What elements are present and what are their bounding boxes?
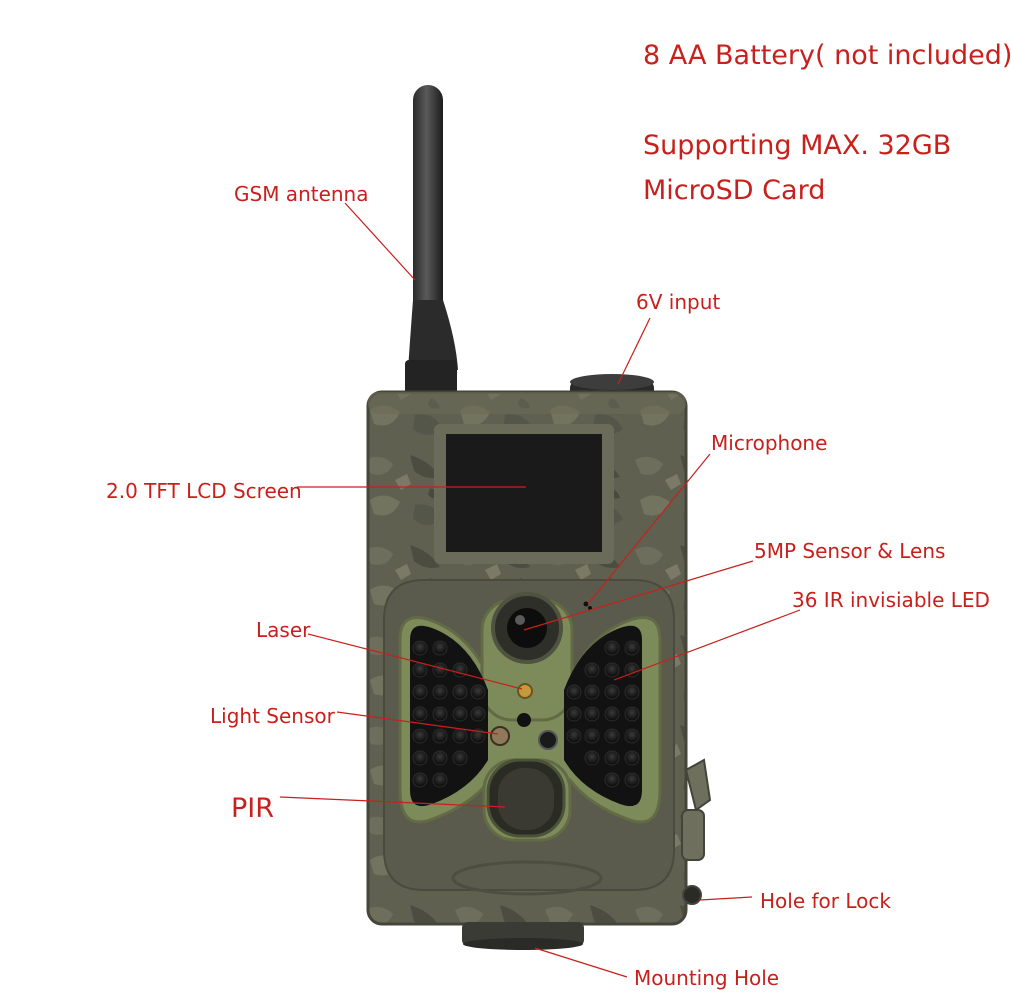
ir-led (432, 750, 448, 766)
ir-led (604, 772, 620, 788)
ir-led (584, 706, 600, 722)
storage-note-line1: Supporting MAX. 32GB (643, 130, 952, 161)
ir-led-wing-left (410, 625, 488, 807)
ir-led (432, 640, 448, 656)
leader-pir (279, 796, 506, 808)
label-sensor-lens: 5MP Sensor & Lens (754, 539, 946, 563)
ir-led (412, 640, 428, 656)
microphone-hole (583, 601, 589, 607)
ir-led (452, 750, 468, 766)
ir-led (604, 728, 620, 744)
label-lcd-screen: 2.0 TFT LCD Screen (106, 479, 302, 503)
leader-laser (307, 633, 523, 690)
ir-led (452, 706, 468, 722)
label-6v-input: 6V input (636, 290, 721, 314)
label-gsm-antenna: GSM antenna (234, 182, 369, 206)
side-latch (681, 758, 712, 905)
ir-led (412, 750, 428, 766)
ir-led (584, 750, 600, 766)
ir-led (432, 728, 448, 744)
sensor-lens (491, 592, 563, 664)
battery-note: 8 AA Battery( not included) (643, 40, 1012, 71)
ir-led (604, 662, 620, 678)
label-mounting-hole: Mounting Hole (634, 966, 780, 990)
center-sensor (517, 713, 531, 727)
label-laser: Laser (256, 618, 311, 642)
ir-led (470, 684, 486, 700)
storage-note-line2: MicroSD Card (643, 175, 826, 206)
ir-led (624, 640, 640, 656)
ir-led-array (412, 640, 640, 788)
leader-mounting-hole (534, 947, 628, 978)
label-microphone: Microphone (711, 431, 828, 455)
lock-hole (682, 885, 702, 905)
ir-led (624, 728, 640, 744)
ir-led (412, 728, 428, 744)
ir-led (584, 728, 600, 744)
ir-led (604, 706, 620, 722)
ir-led (604, 684, 620, 700)
ir-led (470, 706, 486, 722)
leader-6v-input (617, 317, 651, 385)
leader-microphone (587, 453, 711, 605)
ir-led (566, 684, 582, 700)
ir-led (604, 640, 620, 656)
leader-light-sensor (336, 711, 499, 735)
mounting-hole (462, 922, 584, 950)
label-light-sensor: Light Sensor (210, 704, 335, 728)
leader-ir-led (613, 609, 801, 681)
ir-led (584, 684, 600, 700)
ir-led (624, 706, 640, 722)
ir-led (566, 728, 582, 744)
pir-sensor (486, 758, 566, 838)
ir-led (624, 684, 640, 700)
label-ir-led: 36 IR invisiable LED (792, 588, 990, 612)
leader-gsm-antenna (344, 202, 416, 281)
ir-led (604, 750, 620, 766)
ir-led (470, 728, 486, 744)
ir-led (584, 662, 600, 678)
gsm-antenna (405, 85, 458, 398)
lcd-screen (434, 424, 614, 564)
ir-led (432, 684, 448, 700)
light-sensor (490, 726, 510, 746)
label-pir: PIR (231, 793, 275, 824)
label-hole-for-lock: Hole for Lock (760, 889, 891, 913)
ir-led (412, 684, 428, 700)
ir-led-wing-right (564, 625, 642, 807)
laser (517, 683, 533, 699)
ir-led (412, 772, 428, 788)
ir-led (432, 706, 448, 722)
ir-led (412, 706, 428, 722)
leader-sensor-lens (523, 560, 754, 631)
ir-led (432, 772, 448, 788)
ir-led (566, 706, 582, 722)
ir-led (452, 684, 468, 700)
leader-hole-for-lock (699, 896, 753, 901)
ir-led (624, 750, 640, 766)
ir-led (624, 772, 640, 788)
